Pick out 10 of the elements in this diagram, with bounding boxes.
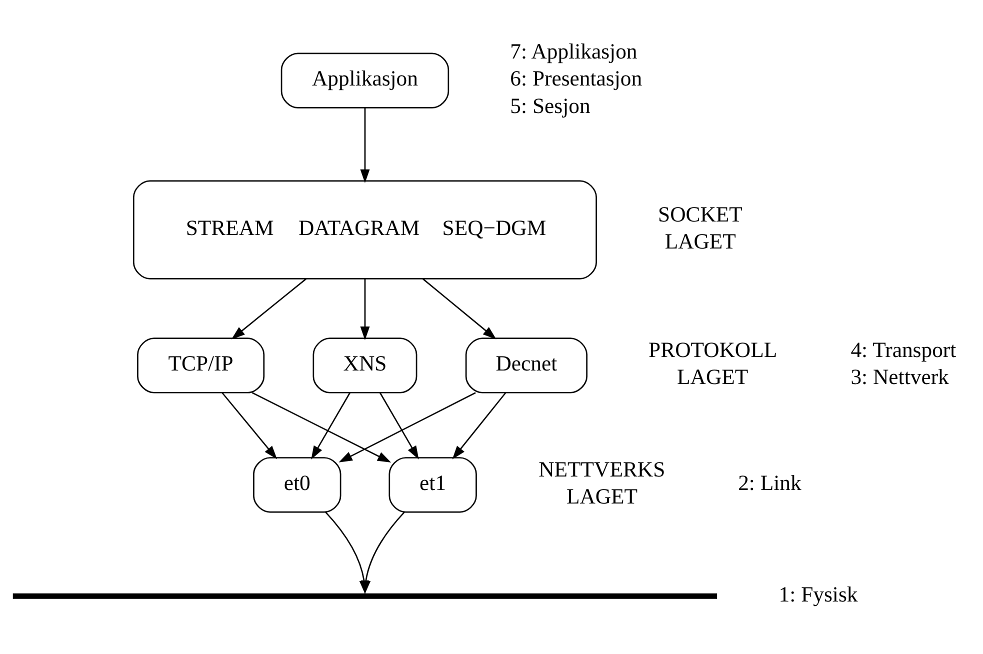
label: SOCKET LAGET [658,202,742,254]
label: 4: Transport [850,338,956,362]
label: 2: Link [738,470,802,495]
label: 1: Fysisk [778,582,858,606]
label: NETTVERKS LAGET [538,456,666,508]
label: 5: Sesjon [510,93,590,118]
label: PROTOKOLL LAGET [648,338,778,389]
label: 7: Applikasjon [510,39,638,64]
label: 3: Nettverk [850,364,949,389]
label: 6: Presentasjon [510,66,642,90]
